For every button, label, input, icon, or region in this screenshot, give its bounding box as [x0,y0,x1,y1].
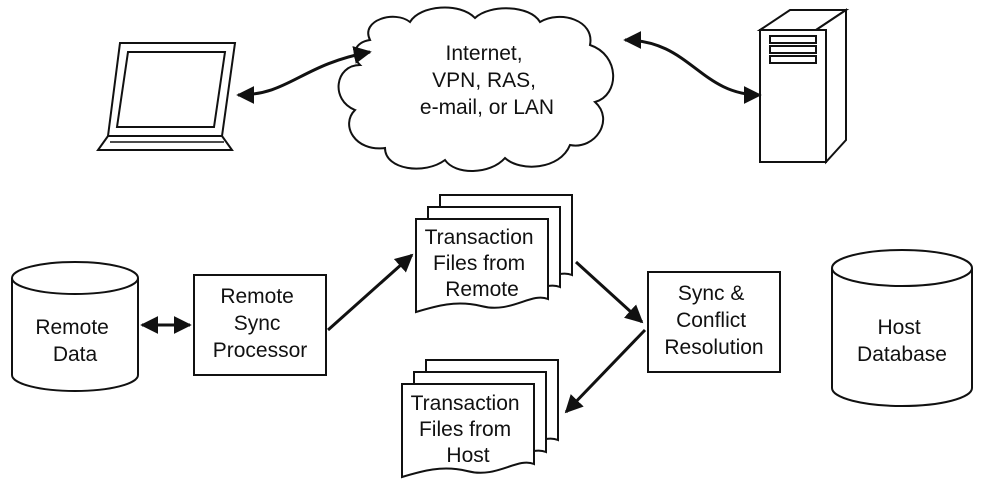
sync-conflict-box [647,271,781,373]
host-db-line-2: Database [857,343,947,366]
host-database-cylinder [831,249,973,407]
laptop-network-arrow [236,46,372,104]
network-server-arrow [623,31,762,104]
network-label: Internet, VPN, RAS, e-mail, or LAN [420,42,554,119]
host-transaction-files [401,359,559,479]
host-files-line-2: Files from [419,418,511,441]
sync-conflict-line-3: Resolution [664,336,763,359]
remote-data-cylinder [11,261,139,392]
host-db-line-1: Host [877,316,920,339]
sync-conflict-line-2: Conflict [676,309,746,332]
sync-conflict-line-1: Sync & [678,282,745,305]
remote-files-line-1: Transaction [425,226,534,249]
host-files-line-3: Host [446,444,489,467]
remote-files-line-3: Remote [445,278,519,301]
cloud-icon [337,6,615,172]
remote-files-line-2: Files from [433,252,525,275]
remote-sync-line-3: Processor [213,339,308,362]
remote-sync-processor-box [193,274,327,376]
sync-to-host-files-arrow [564,328,647,414]
network-line-2: VPN, RAS, [432,69,536,92]
remote-files-to-sync-arrow [574,260,644,324]
server-icon [756,8,850,165]
remote-sync-label: Remote Sync Processor [213,285,308,362]
network-line-3: e-mail, or LAN [420,96,554,119]
host-files-line-1: Transaction [411,392,520,415]
remote-files-label: Transaction Files from Remote [425,226,540,301]
laptop-icon [96,42,237,151]
remote-data-label: Remote Data [35,316,114,366]
remote-data-line-2: Data [53,343,98,366]
sync-conflict-label: Sync & Conflict Resolution [664,282,763,359]
network-line-1: Internet, [446,42,523,65]
remote-sync-line-1: Remote [220,285,294,308]
sync-to-remote-files-arrow [327,253,414,332]
host-files-label: Transaction Files from Host [411,392,526,467]
remote-transaction-files [415,194,573,314]
remote-sync-line-2: Sync [234,312,281,335]
host-db-label: Host Database [857,316,947,366]
remote-data-line-1: Remote [35,316,109,339]
